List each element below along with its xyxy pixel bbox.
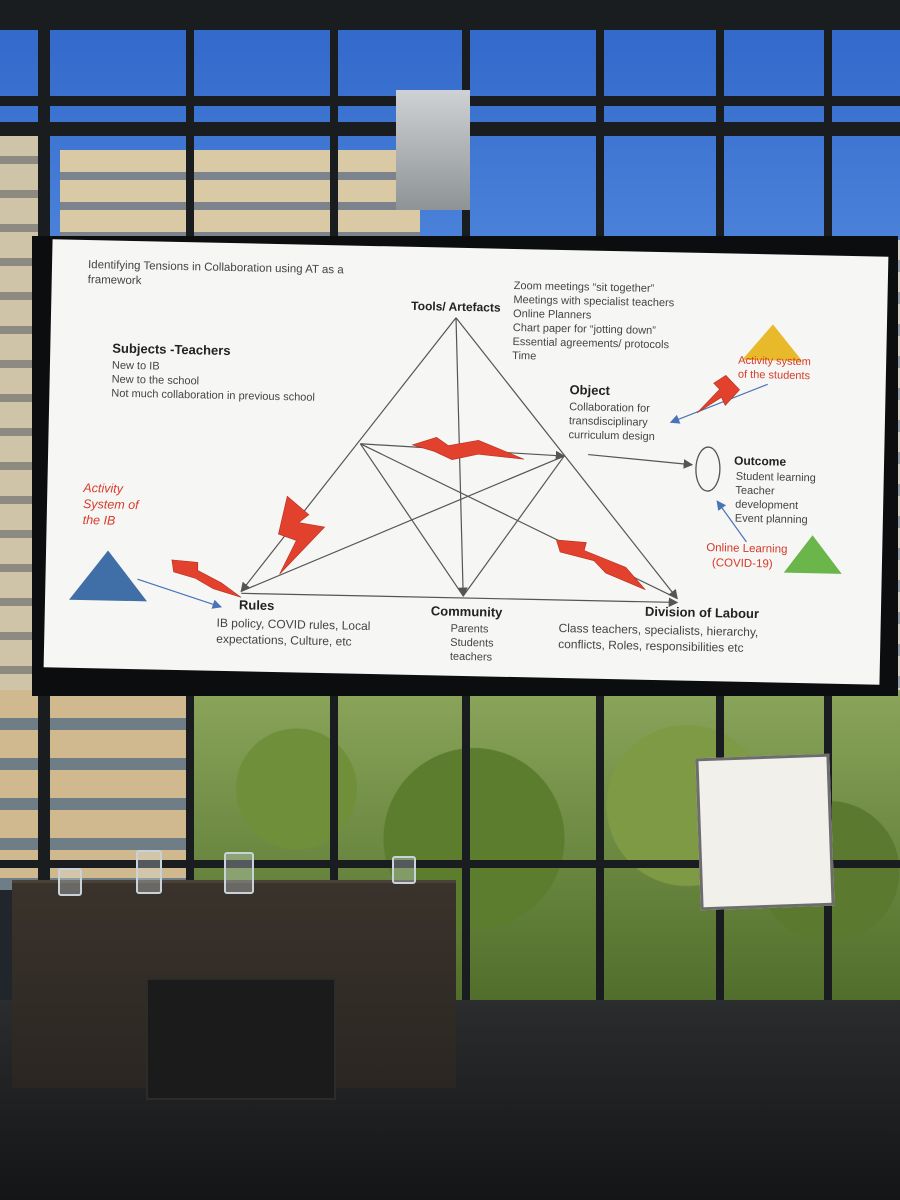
division-list: Class teachers, specialists, hierarchy, …: [558, 620, 758, 656]
ceiling-fixture: [396, 90, 470, 210]
outcome-ellipse: [695, 446, 721, 492]
community-item: Parents: [450, 622, 489, 636]
stage-monitor: [146, 978, 336, 1100]
tension-bolt-icon: [555, 539, 646, 591]
object-outcome-arrow: [588, 453, 694, 469]
slide-title-text: Identifying Tensions in Collaboration us…: [87, 259, 344, 288]
ib-arrow: [137, 578, 223, 609]
inner-line: [462, 455, 565, 597]
object-list: Collaboration for transdisciplinary curr…: [568, 400, 655, 444]
activity-students-label: Activity system of the students: [738, 354, 811, 384]
subjects-heading: Subjects -Teachers: [112, 340, 231, 359]
activity-students-line: Activity system: [738, 354, 812, 369]
window-mullion: [0, 860, 900, 868]
online-learning-line: (COVID-19): [711, 557, 773, 571]
slide-title: Identifying Tensions in Collaboration us…: [88, 258, 359, 294]
community-item: Students: [450, 636, 494, 650]
outcome-list: Student learning Teacher development Eve…: [735, 470, 816, 528]
flipchart: [695, 753, 835, 911]
tools-heading: Tools/ Artefacts: [411, 298, 501, 315]
tools-list: Zoom meetings “sit together” Meetings wi…: [512, 279, 675, 366]
tension-bolt-icon: [411, 437, 525, 461]
yellow-triangle-icon: [742, 324, 803, 362]
glass: [136, 850, 162, 894]
activity-students-line: of the students: [737, 368, 811, 383]
green-triangle-icon: [783, 535, 842, 574]
glass: [224, 852, 254, 894]
students-arrow: [669, 383, 768, 424]
activity-theory-diagram: [69, 317, 842, 609]
activity-ib-label: Activity System of the IB: [83, 480, 140, 529]
subjects-list: New to IB New to the school Not much col…: [111, 359, 315, 405]
covid-arrow: [716, 500, 747, 543]
object-heading: Object: [569, 382, 611, 398]
rules-item: expectations, Culture, etc: [216, 631, 352, 649]
community-item: teachers: [449, 650, 493, 664]
community-list: Parents Students teachers: [450, 622, 494, 665]
tension-bolt-icon: [278, 495, 326, 575]
triangle-edge-right: [455, 317, 678, 600]
division-heading: Division of Labour: [644, 603, 760, 622]
activity-ib-line: the IB: [82, 512, 116, 528]
inner-line: [359, 443, 464, 597]
roof-beam: [0, 0, 900, 30]
rules-list: IB policy, COVID rules, Local expectatio…: [216, 615, 370, 650]
blue-triangle-icon: [69, 550, 148, 602]
outcome-item: Event planning: [734, 512, 808, 527]
activity-ib-line: Activity: [83, 480, 124, 496]
triangle-edge-bottom: [241, 592, 679, 608]
triangle-edge-left: [240, 317, 457, 593]
presentation-slide: Identifying Tensions in Collaboration us…: [43, 239, 889, 685]
glass: [392, 856, 416, 884]
tension-bolt-icon: [696, 375, 740, 414]
outcome-heading: Outcome: [733, 453, 787, 469]
object-item: curriculum design: [568, 429, 655, 443]
tension-bolt-icon: [171, 559, 242, 598]
inner-diagonal: [241, 455, 565, 592]
community-heading: Community: [430, 603, 503, 620]
online-learning-label: Online Learning (COVID-19): [706, 541, 788, 573]
online-learning-line: Online Learning: [706, 542, 788, 556]
rules-heading: Rules: [238, 597, 275, 614]
activity-ib-line: System of: [82, 496, 139, 513]
building-lower-left: [0, 690, 200, 890]
glass: [58, 868, 82, 896]
